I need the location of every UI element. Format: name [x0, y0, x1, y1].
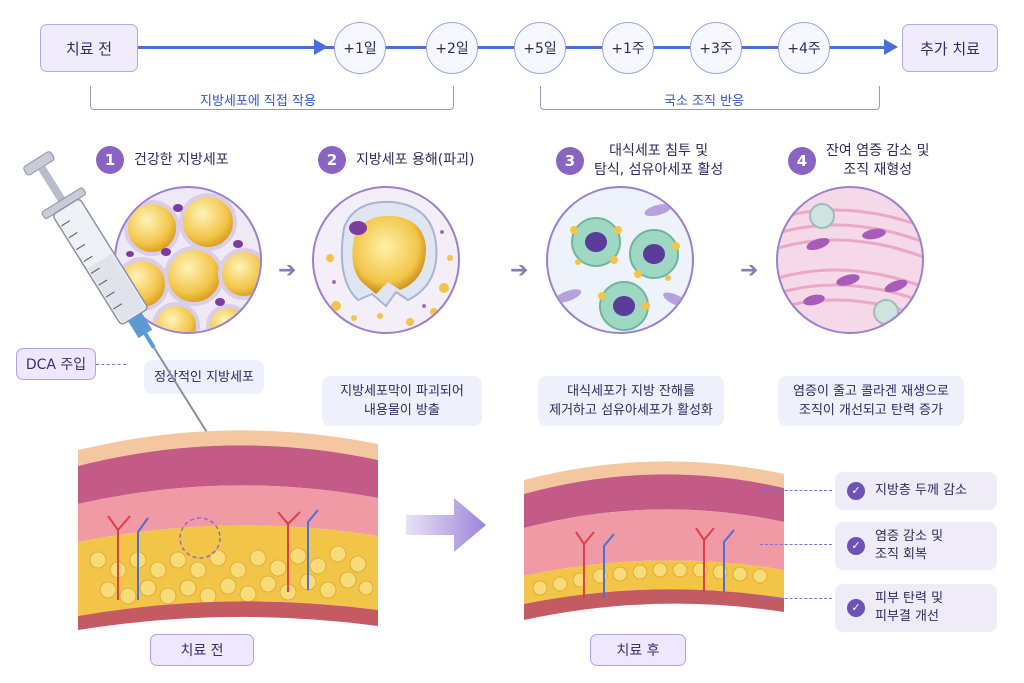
step-number-badge: 3: [556, 147, 584, 175]
timeline-end: 추가 치료: [902, 24, 998, 72]
timeline-node-week4: +4주: [778, 22, 830, 74]
outcome-connector-line: [760, 598, 832, 599]
timeline-arrowhead-icon: [314, 39, 328, 55]
outcome-fat-reduction: ✓ 지방층 두께 감소: [835, 472, 997, 510]
step-3-title: 3 대식세포 침투 및 탐식, 섬유아세포 활성: [556, 142, 723, 180]
before-treatment-label: 치료 전: [150, 634, 254, 666]
skin-before-illustration: [78, 430, 378, 630]
step-title-text: 지방세포 용해(파괴): [356, 151, 475, 168]
healthy-fat-cells-illustration: [114, 186, 262, 334]
step-2-caption: 지방세포막이 파괴되어 내용물이 방출: [322, 376, 482, 426]
step-1-title: 1 건강한 지방세포: [96, 146, 229, 174]
step-number-badge: 2: [318, 146, 346, 174]
timeline-node-week3: +3주: [690, 22, 742, 74]
timeline-end-arrowhead-icon: [884, 39, 898, 55]
syringe-icon: [23, 151, 228, 491]
step-2-title: 2 지방세포 용해(파괴): [318, 146, 474, 174]
arrow-right-icon: ➔: [278, 258, 297, 283]
outcome-text: 지방층 두께 감소: [875, 483, 967, 498]
step-4-caption: 염증이 줄고 콜라겐 재생으로 조직이 개선되고 탄력 증가: [778, 376, 964, 426]
outcome-inflammation-recovery: ✓ 염증 감소 및 조직 회복: [835, 522, 997, 570]
outcome-text: 피부 탄력 및: [875, 591, 944, 606]
step-1-caption: 정상적인 지방세포: [144, 360, 264, 394]
caption-line: 조직이 개선되고 탄력 증가: [799, 403, 943, 418]
outcome-skin-elasticity: ✓ 피부 탄력 및 피부결 개선: [835, 584, 997, 632]
step-title-text: 조직 재형성: [843, 162, 913, 178]
caption-line: 내용물이 방출: [364, 403, 440, 418]
check-icon: ✓: [847, 537, 865, 555]
outcome-text: 염증 감소 및: [875, 529, 944, 544]
step-4-title: 4 잔여 염증 감소 및 조직 재형성: [788, 142, 930, 180]
step-number-badge: 1: [96, 146, 124, 174]
outcome-connector-line: [760, 490, 832, 491]
arrow-right-icon: ➔: [740, 258, 759, 283]
check-icon: ✓: [847, 599, 865, 617]
fat-cell-lysis-illustration: [312, 186, 460, 334]
outcome-text: 피부결 개선: [875, 609, 939, 624]
timeline-node-day2: +2일: [426, 22, 478, 74]
macrophage-infiltration-illustration: [546, 186, 694, 334]
before-after-arrow-icon: [406, 498, 486, 552]
dca-pointer-line: [96, 364, 126, 365]
bracket-direct-label: 지방세포에 직접 작용: [192, 90, 324, 109]
bracket-direct: [90, 86, 454, 110]
step-title-text: 탐식, 섬유아세포 활성: [594, 162, 724, 178]
timeline-start: 치료 전: [40, 24, 138, 72]
caption-line: 제거하고 섬유아세포가 활성화: [549, 403, 713, 418]
step-number-badge: 4: [788, 147, 816, 175]
bracket-local: [540, 86, 880, 110]
skin-after-illustration: [524, 461, 784, 620]
tissue-remodeling-illustration: [776, 186, 924, 334]
caption-line: 지방세포막이 파괴되어: [340, 384, 464, 399]
step-title-text: 대식세포 침투 및: [609, 143, 709, 159]
step-3-caption: 대식세포가 지방 잔해를 제거하고 섬유아세포가 활성화: [538, 376, 724, 426]
timeline-node-week1: +1주: [602, 22, 654, 74]
check-icon: ✓: [847, 482, 865, 500]
bracket-local-label: 국소 조직 반응: [656, 90, 753, 109]
step-title-text: 잔여 염증 감소 및: [826, 143, 930, 159]
timeline-node-day1: +1일: [334, 22, 386, 74]
caption-line: 염증이 줄고 콜라겐 재생으로: [793, 384, 949, 399]
after-treatment-label: 치료 후: [590, 634, 686, 666]
caption-line: 대식세포가 지방 잔해를: [567, 384, 695, 399]
arrow-right-icon: ➔: [510, 258, 529, 283]
outcome-connector-line: [760, 544, 832, 545]
step-title-text: 건강한 지방세포: [134, 151, 229, 168]
dca-injection-label: DCA 주입: [16, 348, 96, 380]
outcome-text: 조직 회복: [875, 547, 927, 562]
timeline-node-day5: +5일: [514, 22, 566, 74]
